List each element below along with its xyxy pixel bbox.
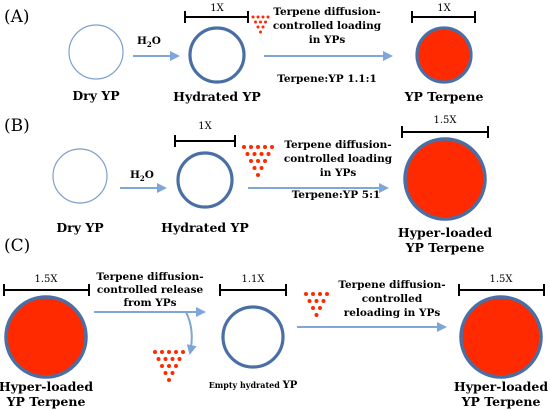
hydrated-yp-circle bbox=[188, 26, 246, 84]
hyper-loaded-label-c-start-1: Hyper-loaded bbox=[0, 379, 93, 394]
hyper-loaded-label-b-1: Hyper-loaded bbox=[398, 225, 492, 240]
scale-bar-result-c bbox=[458, 284, 545, 296]
release-line2: controlled release bbox=[97, 284, 204, 296]
hyper-loaded-circle-c-end bbox=[459, 295, 543, 379]
hyper-loaded-label-b-2: YP Terpene bbox=[405, 240, 485, 255]
process-a-line3: in YPs bbox=[309, 34, 346, 46]
release-line3: from YPs bbox=[123, 297, 176, 309]
release-line1: Terpene diffusion- bbox=[96, 271, 203, 283]
hyper-loaded-label-c-end-2: YP Terpene bbox=[461, 394, 541, 409]
water-label-b: H2O bbox=[130, 169, 154, 183]
dry-yp-circle-b bbox=[52, 148, 108, 204]
process-a-line1: Terpene diffusion- bbox=[273, 6, 380, 18]
dry-yp-label-b: Dry YP bbox=[56, 220, 104, 235]
process-a-line2: controlled loading bbox=[273, 20, 382, 32]
scale-bar-hydrated-a bbox=[184, 11, 249, 23]
panel-b-tag: (B) bbox=[4, 116, 30, 136]
process-b-line1: Terpene diffusion- bbox=[284, 139, 391, 151]
empty-hydrated-yp-circle bbox=[221, 305, 285, 369]
process-b-line3: in YPs bbox=[320, 167, 357, 179]
hyper-loaded-circle-b bbox=[403, 137, 487, 221]
reload-line2: controlled bbox=[362, 293, 423, 305]
yp-terpene-circle bbox=[415, 26, 473, 84]
scale-label-result-c: 1.5X bbox=[489, 274, 513, 285]
scale-label-hydrated-b: 1X bbox=[198, 121, 212, 132]
scale-bar-start-c bbox=[3, 284, 90, 296]
ratio-b: Terpene:YP 5:1 bbox=[292, 189, 381, 201]
hyper-loaded-label-c-end-1: Hyper-loaded bbox=[454, 379, 548, 394]
scale-label-start-c: 1.5X bbox=[34, 274, 58, 285]
reload-line1: Terpene diffusion- bbox=[338, 279, 445, 291]
hyper-loaded-label-c-start-2: YP Terpene bbox=[6, 394, 86, 409]
hydrated-yp-label: Hydrated YP bbox=[173, 89, 261, 104]
hydrated-yp-label-b: Hydrated YP bbox=[161, 220, 249, 235]
panel-a-tag: (A) bbox=[4, 7, 30, 27]
scale-label-hydrated-a: 1X bbox=[210, 3, 224, 14]
scale-label-result-b: 1.5X bbox=[433, 115, 457, 126]
scale-bar-result-a bbox=[411, 11, 476, 23]
terpene-droplets-c-release bbox=[153, 350, 185, 382]
dry-yp-label: Dry YP bbox=[72, 88, 120, 103]
yp-terpene-label: YP Terpene bbox=[404, 89, 484, 104]
panel-c-tag: (C) bbox=[4, 236, 30, 256]
reload-line3: reloading in YPs bbox=[344, 307, 441, 319]
hydrated-yp-circle-b bbox=[176, 151, 234, 209]
ratio-a: Terpene:YP 1.1:1 bbox=[277, 73, 377, 85]
water-label: H2O bbox=[137, 35, 161, 49]
dry-yp-circle bbox=[68, 24, 124, 80]
release-branch-arrow bbox=[185, 311, 197, 355]
terpene-droplets-c-reload bbox=[304, 292, 329, 317]
scale-label-result-a: 1X bbox=[437, 3, 451, 14]
empty-hydrated-yp-label: Empty hydrated YP bbox=[209, 380, 298, 391]
scale-bar-empty-c bbox=[219, 284, 287, 296]
terpene-droplets-b bbox=[242, 145, 274, 177]
terpene-droplets-a bbox=[251, 15, 270, 34]
scale-label-empty-c: 1.1X bbox=[241, 274, 265, 285]
scale-bar-hydrated-b bbox=[174, 135, 236, 147]
hyper-loaded-circle-c-start bbox=[4, 295, 88, 379]
scale-bar-result-b bbox=[401, 126, 489, 138]
process-b-line2: controlled loading bbox=[284, 153, 393, 165]
